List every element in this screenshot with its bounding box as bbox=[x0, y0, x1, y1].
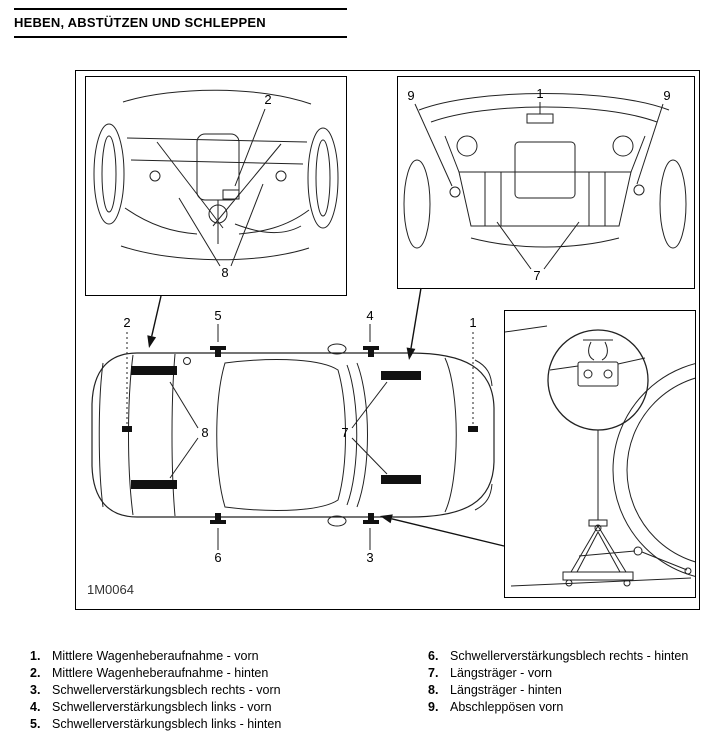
car-body-drawing bbox=[91, 343, 495, 527]
rear-view-border bbox=[85, 76, 347, 296]
callout-8-leader-b bbox=[230, 183, 264, 267]
legend-item: 8. Längsträger - hinten bbox=[428, 682, 688, 699]
inset-pointer-line bbox=[391, 518, 505, 547]
reinforcement-plates bbox=[131, 366, 421, 489]
legend-item: 5. Schwellerverstärkungsblech links - hi… bbox=[30, 716, 281, 733]
front-view-border bbox=[397, 76, 695, 289]
callout-1-top-view: 1 bbox=[469, 315, 476, 330]
sill-jack-markers bbox=[210, 346, 379, 524]
callout-9-left-leader bbox=[414, 103, 453, 187]
page-title: HEBEN, ABSTÜTZEN UND SCHLEPPEN bbox=[14, 15, 266, 30]
front-underbody-view: 9 1 9 7 bbox=[397, 76, 695, 289]
top-view-callouts: 2 5 4 1 8 7 6 3 bbox=[122, 308, 478, 565]
front-view-pointer-line bbox=[410, 287, 422, 349]
legend-item-number: 2. bbox=[30, 666, 41, 680]
legend-item-number: 9. bbox=[428, 700, 439, 714]
callout-8-top-view: 8 bbox=[201, 425, 208, 440]
legend-column-right: 6. Schwellerverstärkungsblech rechts - h… bbox=[428, 648, 688, 716]
legend-item-text: Mittlere Wagenheberaufnahme - hinten bbox=[52, 666, 269, 680]
callout-9-right: 9 bbox=[663, 88, 670, 103]
rear-view-pointer-line bbox=[151, 295, 162, 337]
callout-9-left: 9 bbox=[407, 88, 414, 103]
plate-rear-left-top bbox=[131, 366, 177, 375]
front-view-pointer-arrowhead bbox=[406, 347, 416, 360]
legend-item-number: 1. bbox=[30, 649, 41, 663]
callout-2-top-view: 2 bbox=[123, 315, 130, 330]
view-pointer-arrows bbox=[147, 287, 505, 547]
legend-item-text: Schwellerverstärkungsblech links - vorn bbox=[52, 700, 272, 714]
legend-column-left: 1. Mittlere Wagenheberaufnahme - vorn 2.… bbox=[30, 648, 281, 733]
rear-underbody-view: 2 8 bbox=[85, 76, 347, 296]
callout-1-front-view: 1 bbox=[536, 86, 543, 101]
legend-item-text: Längsträger - vorn bbox=[450, 666, 553, 680]
front-underbody-drawing bbox=[403, 93, 687, 249]
figure: 2 8 9 1 9 bbox=[75, 70, 700, 610]
callout-6-top-view: 6 bbox=[214, 550, 221, 565]
rear-center-jack-point bbox=[122, 426, 132, 432]
callout-7-leader-b bbox=[543, 221, 580, 270]
inset-border bbox=[504, 310, 696, 598]
legend-item: 6. Schwellerverstärkungsblech rechts - h… bbox=[428, 648, 688, 665]
callout-8-top-leader-b bbox=[169, 437, 199, 479]
callout-7-top-leader-a bbox=[351, 381, 388, 429]
car-top-view: 2 5 4 1 8 7 6 3 bbox=[91, 308, 495, 565]
front-center-jack-point bbox=[468, 426, 478, 432]
rear-underbody-drawing bbox=[93, 89, 339, 261]
legend-item-number: 5. bbox=[30, 717, 41, 731]
rear-view-callouts: 2 8 bbox=[178, 92, 272, 280]
legend-item-text: Längsträger - hinten bbox=[450, 683, 562, 697]
callout-3-top-view: 3 bbox=[366, 550, 373, 565]
callout-7-top-view: 7 bbox=[341, 425, 348, 440]
jack-detail-inset bbox=[504, 310, 696, 598]
legend-item-text: Abschleppösen vorn bbox=[450, 700, 564, 714]
callout-9-right-leader bbox=[636, 103, 664, 185]
callout-7-front-view: 7 bbox=[533, 268, 540, 283]
callout-2-rear-view: 2 bbox=[264, 92, 271, 107]
legend-item: 3. Schwellerverstärkungsblech rechts - v… bbox=[30, 682, 281, 699]
legend-item: 2. Mittlere Wagenheberaufnahme - hinten bbox=[30, 665, 281, 682]
callout-5-top-view: 5 bbox=[214, 308, 221, 323]
plate-front-right-top bbox=[381, 371, 421, 380]
legend-item-text: Mittlere Wagenheberaufnahme - vorn bbox=[52, 649, 259, 663]
legend-item-number: 7. bbox=[428, 666, 439, 680]
plate-front-right-bottom bbox=[381, 475, 421, 484]
inset-pointer-arrowhead bbox=[380, 514, 393, 524]
figure-frame-border bbox=[75, 70, 700, 610]
callout-7-leader-a bbox=[496, 221, 532, 270]
figure-diagram: 2 8 9 1 9 bbox=[75, 70, 700, 610]
legend-item: 9. Abschleppösen vorn bbox=[428, 699, 688, 716]
legend-item-text: Schwellerverstärkungsblech rechts - hint… bbox=[450, 649, 689, 663]
callout-8-rear-view: 8 bbox=[221, 265, 228, 280]
legend-item-number: 6. bbox=[428, 649, 439, 663]
callout-8-top-leader-a bbox=[169, 381, 199, 429]
jack-detail-drawing bbox=[505, 325, 695, 587]
plate-rear-left-bottom bbox=[131, 480, 177, 489]
callout-8-leader-a bbox=[178, 197, 221, 267]
legend-item-text: Schwellerverstärkungsblech links - hinte… bbox=[52, 717, 282, 731]
callout-4-top-view: 4 bbox=[366, 308, 373, 323]
legend-item-number: 4. bbox=[30, 700, 41, 714]
page-header: HEBEN, ABSTÜTZEN UND SCHLEPPEN bbox=[14, 8, 347, 38]
legend-item: 7. Längsträger - vorn bbox=[428, 665, 688, 682]
rear-view-pointer-arrowhead bbox=[147, 335, 157, 348]
callout-2-leader bbox=[234, 108, 266, 187]
figure-code: 1M0064 bbox=[87, 582, 134, 597]
legend-item: 4. Schwellerverstärkungsblech links - vo… bbox=[30, 699, 281, 716]
legend-item-number: 3. bbox=[30, 683, 41, 697]
front-view-callouts: 9 1 9 7 bbox=[407, 86, 670, 283]
callout-7-top-leader-b bbox=[351, 437, 388, 475]
legend-item-text: Schwellerverstärkungsblech rechts - vorn bbox=[52, 683, 281, 697]
legend-item: 1. Mittlere Wagenheberaufnahme - vorn bbox=[30, 648, 281, 665]
legend-item-number: 8. bbox=[428, 683, 439, 697]
